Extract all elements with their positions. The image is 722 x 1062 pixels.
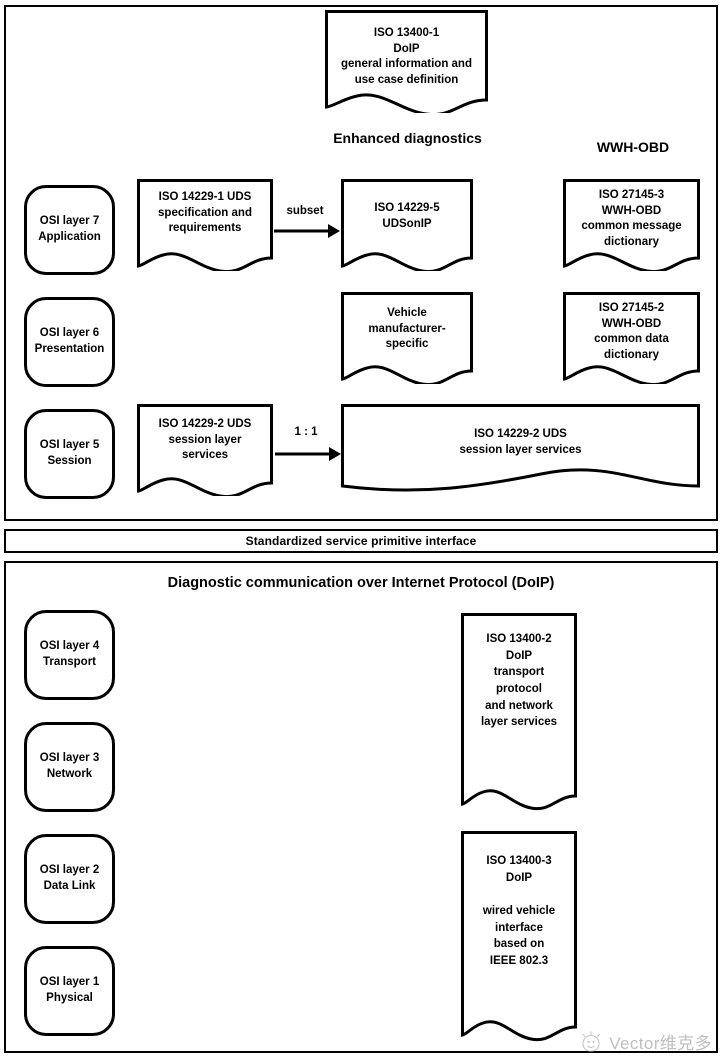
- document-shape: [137, 404, 273, 496]
- document-iso-13400-3: ISO 13400-3 DoIP wired vehicle interface…: [461, 831, 577, 1046]
- osi-layer-3-label: OSI layer 3 Network: [39, 752, 100, 780]
- document-shape: [341, 179, 473, 271]
- osi-layer-4-label: OSI layer 4 Transport: [39, 640, 100, 668]
- document-iso-14229-5: ISO 14229-5 UDSonIP: [341, 179, 473, 271]
- document-label: ISO 27145-3 WWH-OBD common message dicti…: [581, 189, 682, 248]
- document-shape: [461, 831, 577, 1042]
- arrow-one-to-one: [275, 447, 341, 461]
- document-label: ISO 14229-2 UDS session layer services: [459, 428, 582, 456]
- vector-logo-icon: [582, 1031, 601, 1052]
- document-iso-14229-1: ISO 14229-1 UDS specification and requir…: [137, 179, 273, 271]
- document-shape: [563, 292, 700, 384]
- osi-layer-5-label: OSI layer 5 Session: [39, 439, 100, 467]
- document-shape: [137, 179, 273, 271]
- document-shape: [341, 404, 700, 492]
- osi-layer-3-box: OSI layer 3 Network: [24, 722, 115, 812]
- document-label: ISO 13400-1 DoIP general information and…: [341, 27, 472, 86]
- standardized-interface-bar: Standardized service primitive interface: [4, 529, 718, 553]
- arrow-subset-label: subset: [286, 205, 324, 217]
- watermark: Vector维克多: [578, 1029, 712, 1054]
- document-iso-13400-2: ISO 13400-2 DoIP transport protocol and …: [461, 613, 577, 813]
- document-shape: [563, 179, 700, 271]
- lower-section-title: Diagnostic communication over Internet P…: [167, 575, 555, 591]
- osi-layer-2-label: OSI layer 2 Data Link: [39, 864, 100, 892]
- document-label: ISO 13400-2 DoIP transport protocol and …: [480, 633, 558, 729]
- document-iso-27145-3: ISO 27145-3 WWH-OBD common message dicti…: [563, 179, 700, 271]
- arrow-subset: [274, 224, 340, 238]
- osi-layer-2-box: OSI layer 2 Data Link: [24, 834, 115, 924]
- osi-layer-4-box: OSI layer 4 Transport: [24, 610, 115, 700]
- watermark-text: Vector维克多: [609, 1034, 712, 1053]
- document-label: ISO 27145-2 WWH-OBD common data dictiona…: [594, 302, 669, 361]
- document-label: ISO 13400-3 DoIP wired vehicle interface…: [482, 855, 556, 968]
- document-vehicle-manufacturer-specific: Vehicle manufacturer- specific: [341, 292, 473, 384]
- osi-layer-6-box: OSI layer 6 Presentation: [24, 297, 115, 387]
- document-iso-14229-2-wide: ISO 14229-2 UDS session layer services: [341, 404, 700, 496]
- osi-layer-1-box: OSI layer 1 Physical: [24, 946, 115, 1036]
- document-shape: [461, 613, 577, 811]
- arrow-one-to-one-label: 1 : 1: [294, 426, 318, 438]
- document-shape: [341, 292, 473, 384]
- document-label: Vehicle manufacturer- specific: [368, 307, 446, 351]
- document-iso-13400-1: ISO 13400-1 DoIP general information and…: [325, 10, 488, 113]
- osi-layer-6-label: OSI layer 6 Presentation: [34, 327, 105, 355]
- document-label: ISO 14229-1 UDS specification and requir…: [158, 191, 252, 235]
- heading-enhanced-diagnostics: Enhanced diagnostics: [333, 130, 482, 146]
- document-shape: [325, 10, 488, 113]
- document-label: ISO 14229-2 UDS session layer services: [158, 418, 252, 462]
- osi-layer-5-box: OSI layer 5 Session: [24, 409, 115, 499]
- lower-section-frame: Diagnostic communication over Internet P…: [4, 561, 718, 1053]
- osi-layer-7-box: OSI layer 7 Application: [24, 185, 115, 275]
- osi-layer-1-label: OSI layer 1 Physical: [39, 976, 100, 1004]
- document-iso-14229-2-left: ISO 14229-2 UDS session layer services: [137, 404, 273, 496]
- document-label: ISO 14229-5 UDSonIP: [374, 202, 440, 230]
- heading-wwh-obd: WWH-OBD: [596, 139, 670, 155]
- osi-layer-7-label: OSI layer 7 Application: [38, 215, 101, 243]
- standardized-interface-label: Standardized service primitive interface: [245, 534, 477, 548]
- document-iso-27145-2: ISO 27145-2 WWH-OBD common data dictiona…: [563, 292, 700, 384]
